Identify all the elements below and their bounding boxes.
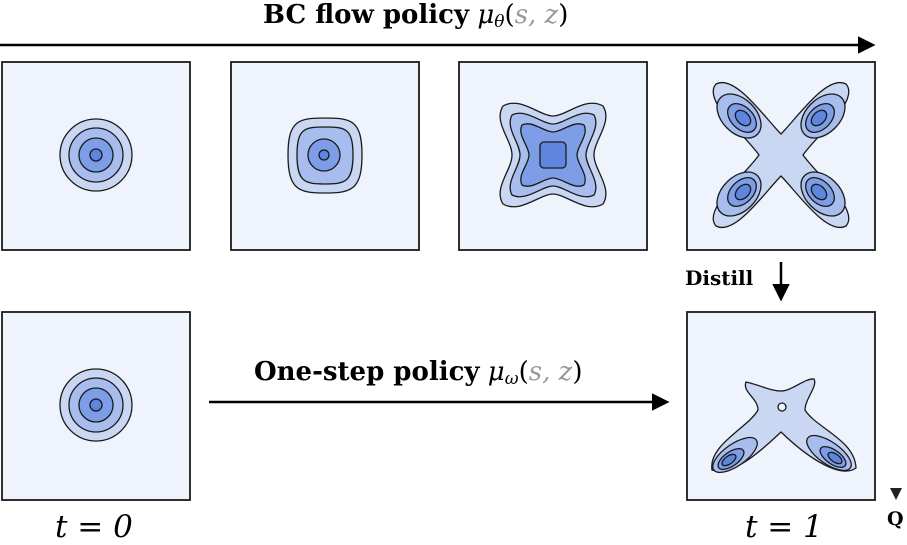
one-step-arrow-args: s, z bbox=[528, 357, 573, 387]
contours-rounded-square bbox=[287, 117, 363, 194]
panel-top-1 bbox=[1, 61, 191, 251]
top-arrow-subscript: θ bbox=[494, 12, 505, 32]
top-arrow-text: BC flow policy bbox=[263, 0, 470, 30]
one-step-arrow-close: ) bbox=[572, 357, 583, 387]
one-step-arrow-symbol: μ bbox=[487, 357, 505, 387]
q-arrowhead bbox=[890, 488, 902, 500]
contours-gaussian-bottom bbox=[59, 368, 133, 442]
one-step-arrow-subscript: ω bbox=[504, 369, 519, 389]
panel-bottom-2 bbox=[686, 311, 876, 501]
contours-gaussian-top bbox=[59, 118, 133, 192]
top-arrow-symbol: μ bbox=[477, 0, 495, 30]
panel-top-3 bbox=[458, 61, 648, 251]
contours-distilled-shape bbox=[711, 378, 857, 474]
top-arrow-open: ( bbox=[504, 0, 515, 30]
x-lobe-bottom-left bbox=[716, 171, 762, 217]
contours-four-lobed bbox=[499, 102, 607, 208]
distill-label: Distill bbox=[685, 266, 754, 290]
one-step-arrow-text: One-step policy bbox=[254, 357, 480, 387]
top-arrow-label: BC flow policy μθ(s, z) bbox=[263, 0, 568, 32]
x-lobe-bottom-right bbox=[800, 171, 846, 217]
q-label: Q bbox=[887, 508, 904, 530]
contours-x-shape bbox=[712, 81, 850, 229]
panel-top-2 bbox=[230, 61, 420, 251]
time-label-end: t = 1 bbox=[745, 509, 823, 545]
panel-bottom-1 bbox=[1, 311, 191, 501]
panel-top-4 bbox=[686, 61, 876, 251]
x-lobe-top-right bbox=[800, 93, 846, 139]
top-arrow-close: ) bbox=[558, 0, 569, 30]
one-step-arrow-open: ( bbox=[518, 357, 529, 387]
time-label-start: t = 0 bbox=[55, 509, 133, 545]
x-lobe-top-left bbox=[716, 93, 762, 139]
top-arrow-args: s, z bbox=[514, 0, 559, 30]
one-step-arrow-label: One-step policy μω(s, z) bbox=[254, 357, 582, 389]
